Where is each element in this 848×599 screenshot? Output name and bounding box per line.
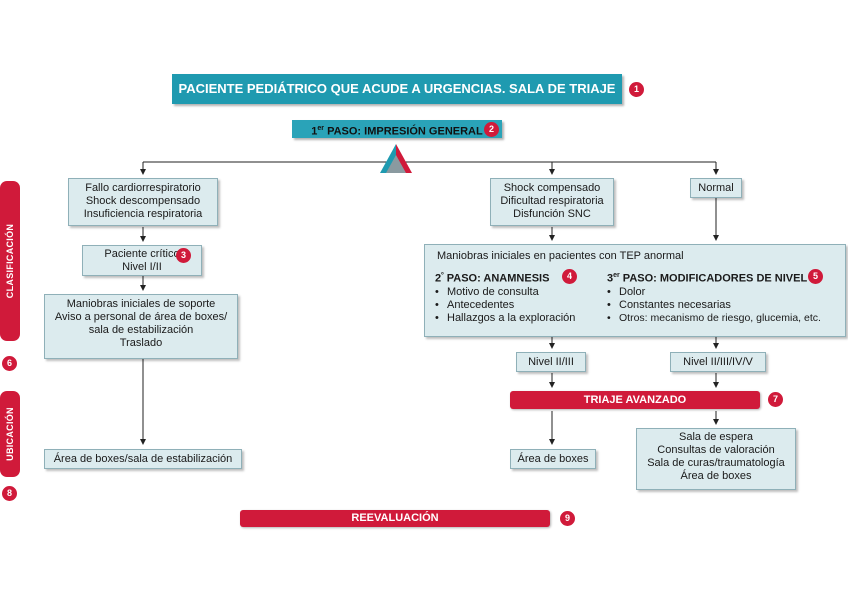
mid-box-line-3: Disfunción SNC <box>513 208 591 220</box>
step1-sup: er <box>317 125 325 132</box>
critico-line-2: Nivel I/II <box>122 261 162 273</box>
step3-section: 3er PASO: MODIFICADORES DE NIVEL Dolor C… <box>607 269 845 325</box>
left-box-line-3: Insuficiencia respiratoria <box>83 208 203 220</box>
maniobras-line-2: Aviso a personal de área de boxes/ <box>54 311 228 323</box>
step3-item-1: Dolor <box>607 286 845 299</box>
badge-6: 6 <box>2 356 17 371</box>
sidebar-clasificacion-label: CLASIFICACIÓN <box>5 223 15 299</box>
salas-line-3: Sala de curas/traumatología <box>647 457 785 469</box>
step1-number: 1 <box>311 125 318 138</box>
tep-header: Maniobras iniciales en pacientes con TEP… <box>437 250 684 262</box>
badge-9: 9 <box>560 511 575 526</box>
left-box-line-1: Fallo cardiorrespiratorio <box>85 182 201 194</box>
salas-line-1: Sala de espera <box>679 431 753 443</box>
left-box-line-2: Shock descompensado <box>85 195 201 207</box>
box-area-boxes: Área de boxes <box>510 449 596 469</box>
step2-item-1: Motivo de consulta <box>435 286 605 299</box>
maniobras-line-4: Traslado <box>119 337 163 349</box>
salas-line-4: Área de boxes <box>680 470 752 482</box>
box-maniobras-iniciales: Maniobras iniciales de soporte Aviso a p… <box>44 294 238 359</box>
box-salas: Sala de espera Consultas de valoración S… <box>636 428 796 490</box>
badge-5: 5 <box>808 269 823 284</box>
badge-4: 4 <box>562 269 577 284</box>
box-nivel-ii-v: Nivel II/III/IV/V <box>670 352 766 372</box>
salas-line-2: Consultas de valoración <box>657 444 775 456</box>
triaje-avanzado-bar: TRIAJE AVANZADO <box>510 391 760 409</box>
box-normal: Normal <box>690 178 742 198</box>
step2-item-3: Hallazgos a la exploración <box>435 312 605 325</box>
maniobras-line-3: sala de estabilización <box>88 324 194 336</box>
step3-title: 3er PASO: MODIFICADORES DE NIVEL <box>607 272 808 285</box>
mid-box-line-2: Dificultad respiratoria <box>500 195 604 207</box>
title-banner: PACIENTE PEDIÁTRICO QUE ACUDE A URGENCIA… <box>172 74 622 104</box>
step2-item-2: Antecedentes <box>435 299 605 312</box>
triangle-logo-icon <box>380 144 412 173</box>
box-fallo-cardiorrespiratorio: Fallo cardiorrespiratorio Shock descompe… <box>68 178 218 226</box>
step1-label: PASO: IMPRESIÓN GENERAL <box>324 125 483 138</box>
box-area-boxes-estabilizacion: Área de boxes/sala de estabilización <box>44 449 242 469</box>
mid-box-line-1: Shock compensado <box>503 182 601 194</box>
sidebar-clasificacion: CLASIFICACIÓN <box>0 181 20 341</box>
step2-title: 2º PASO: ANAMNESIS <box>435 272 550 285</box>
badge-7: 7 <box>768 392 783 407</box>
badge-2: 2 <box>484 122 499 137</box>
reevaluacion-bar: REEVALUACIÓN <box>240 510 550 527</box>
badge-8: 8 <box>2 486 17 501</box>
step3-item-2: Constantes necesarias <box>607 299 845 312</box>
step3-item-3: Otros: mecanismo de riesgo, glucemia, et… <box>607 312 845 325</box>
step2-section: 2º PASO: ANAMNESIS Motivo de consulta An… <box>435 269 605 325</box>
sidebar-ubicacion-label: UBICACIÓN <box>5 407 15 461</box>
step1-box: 1er PASO: IMPRESIÓN GENERAL <box>292 120 502 138</box>
badge-3: 3 <box>176 248 191 263</box>
maniobras-line-1: Maniobras iniciales de soporte <box>66 298 216 310</box>
box-tep-anormal: Maniobras iniciales en pacientes con TEP… <box>424 244 846 337</box>
badge-1: 1 <box>629 82 644 97</box>
box-shock-compensado: Shock compensado Dificultad respiratoria… <box>490 178 614 226</box>
box-nivel-ii-iii: Nivel II/III <box>516 352 586 372</box>
sidebar-ubicacion: UBICACIÓN <box>0 391 20 477</box>
critico-line-1: Paciente crítico <box>104 248 180 260</box>
